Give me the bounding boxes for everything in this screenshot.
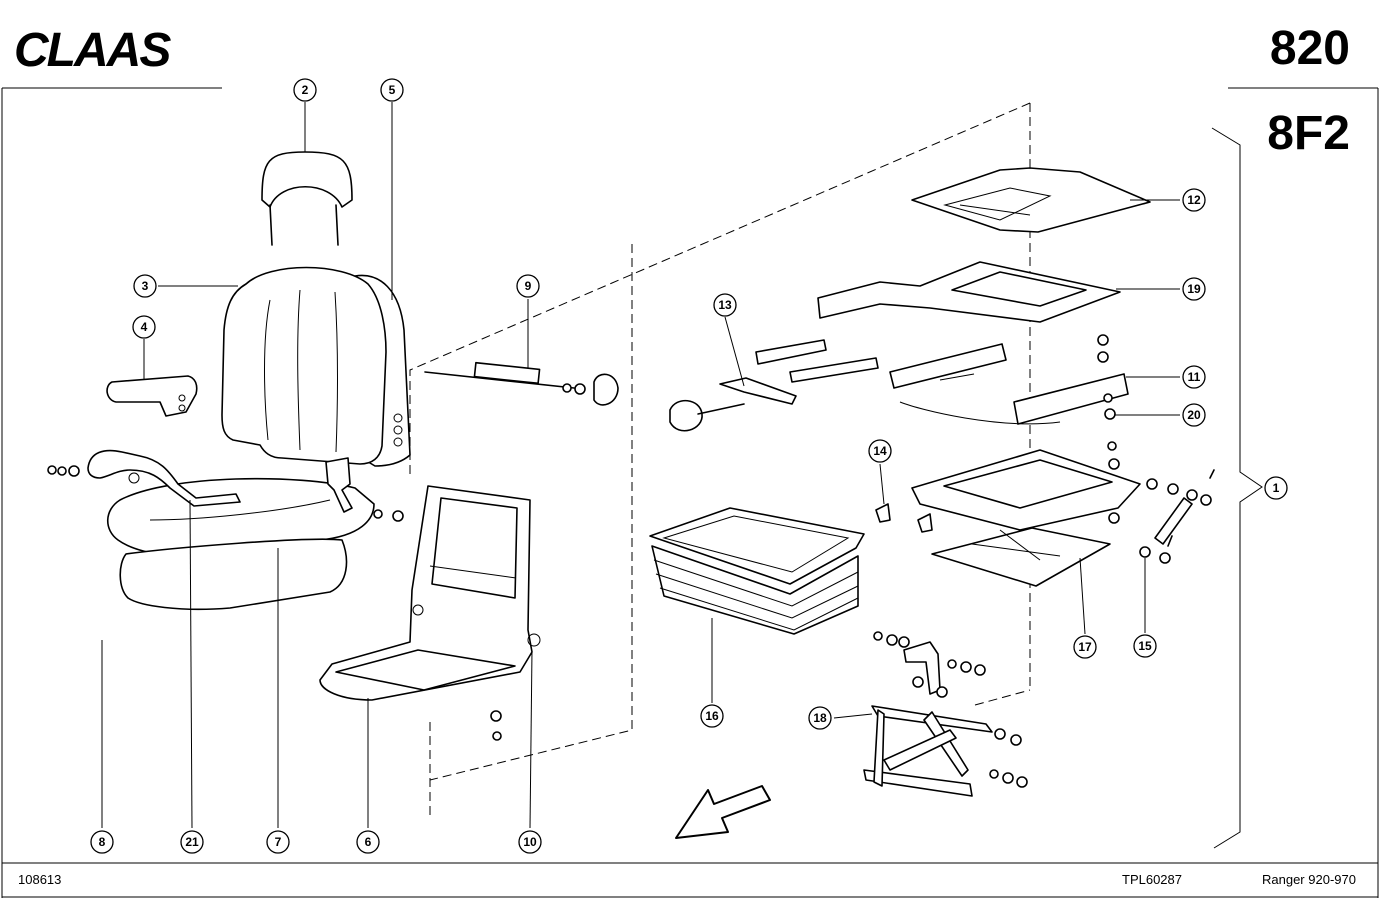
svg-text:17: 17 (1078, 640, 1092, 654)
callout-8: 8 (90, 830, 114, 854)
svg-text:12: 12 (1187, 193, 1201, 207)
callout-20: 20 (1182, 403, 1206, 427)
callout-14: 14 (868, 439, 892, 463)
assembly-bracket (1211, 127, 1263, 849)
svg-text:11: 11 (1188, 370, 1201, 384)
callout-10: 10 (518, 830, 542, 854)
svg-text:14: 14 (873, 444, 887, 458)
top-plate-part (911, 167, 1151, 233)
callout-5: 5 (380, 78, 404, 102)
cross-plate-part (817, 261, 1121, 323)
headrest-part (261, 151, 353, 246)
latch-part (875, 503, 933, 533)
svg-text:21: 21 (185, 835, 199, 849)
brand-logo: CLAAS (14, 24, 171, 77)
seat-belt-part (47, 449, 241, 507)
svg-text:19: 19 (1187, 282, 1201, 296)
callout-12: 12 (1182, 188, 1206, 212)
seat-base-part (119, 538, 348, 611)
suspension-base-part (931, 527, 1111, 587)
suspension-top-part (911, 441, 1141, 531)
leader-lines (101, 102, 1180, 829)
callout-7: 7 (266, 830, 290, 854)
belt-buckle-part (325, 457, 404, 522)
sheet-frame (1, 87, 1379, 898)
model-range: Ranger 920-970 (1262, 872, 1356, 887)
callout-21: 21 (180, 830, 204, 854)
svg-text:20: 20 (1187, 408, 1201, 422)
drawing-number: 108613 (18, 872, 61, 887)
seat-backrest-part (221, 266, 411, 467)
callout-11: 11 (1182, 365, 1206, 389)
scissor-linkage-part (863, 705, 1028, 797)
callout-1: 1 (1264, 476, 1288, 500)
direction-arrow-icon (675, 785, 771, 839)
callout-16: 16 (700, 704, 724, 728)
shock-absorber-part (1139, 469, 1215, 564)
group-code: 8F2 (1267, 107, 1350, 160)
svg-text:15: 15 (1138, 639, 1152, 653)
bellows-part (649, 507, 865, 635)
group-number: 820 (1270, 22, 1350, 75)
svg-text:3: 3 (142, 279, 149, 293)
svg-text:4: 4 (141, 320, 148, 334)
callout-3: 3 (133, 274, 157, 298)
callout-9: 9 (516, 274, 540, 298)
callout-6: 6 (356, 830, 380, 854)
armrest-part (106, 375, 198, 417)
callout-19: 19 (1182, 277, 1206, 301)
bracket-part (873, 631, 986, 698)
seat-frame-part (319, 485, 541, 741)
svg-text:5: 5 (389, 83, 396, 97)
svg-text:2: 2 (302, 83, 309, 97)
callout-4: 4 (132, 315, 156, 339)
callout-15: 15 (1133, 634, 1157, 658)
svg-text:7: 7 (275, 835, 282, 849)
svg-text:16: 16 (705, 709, 719, 723)
svg-text:13: 13 (718, 298, 732, 312)
adjuster-rod-part (424, 361, 619, 406)
weight-adjuster-part (669, 339, 879, 432)
callout-17: 17 (1073, 635, 1097, 659)
svg-text:1: 1 (1273, 481, 1280, 495)
plate-number: TPL60287 (1122, 872, 1182, 887)
callout-18: 18 (808, 706, 832, 730)
svg-text:8: 8 (99, 835, 106, 849)
svg-text:6: 6 (365, 835, 372, 849)
svg-text:10: 10 (523, 835, 537, 849)
callout-13: 13 (713, 293, 737, 317)
svg-text:18: 18 (813, 711, 827, 725)
callout-2: 2 (293, 78, 317, 102)
seat-rail-part (889, 334, 1129, 425)
svg-text:9: 9 (525, 279, 532, 293)
seat-cushion-part (106, 477, 375, 559)
